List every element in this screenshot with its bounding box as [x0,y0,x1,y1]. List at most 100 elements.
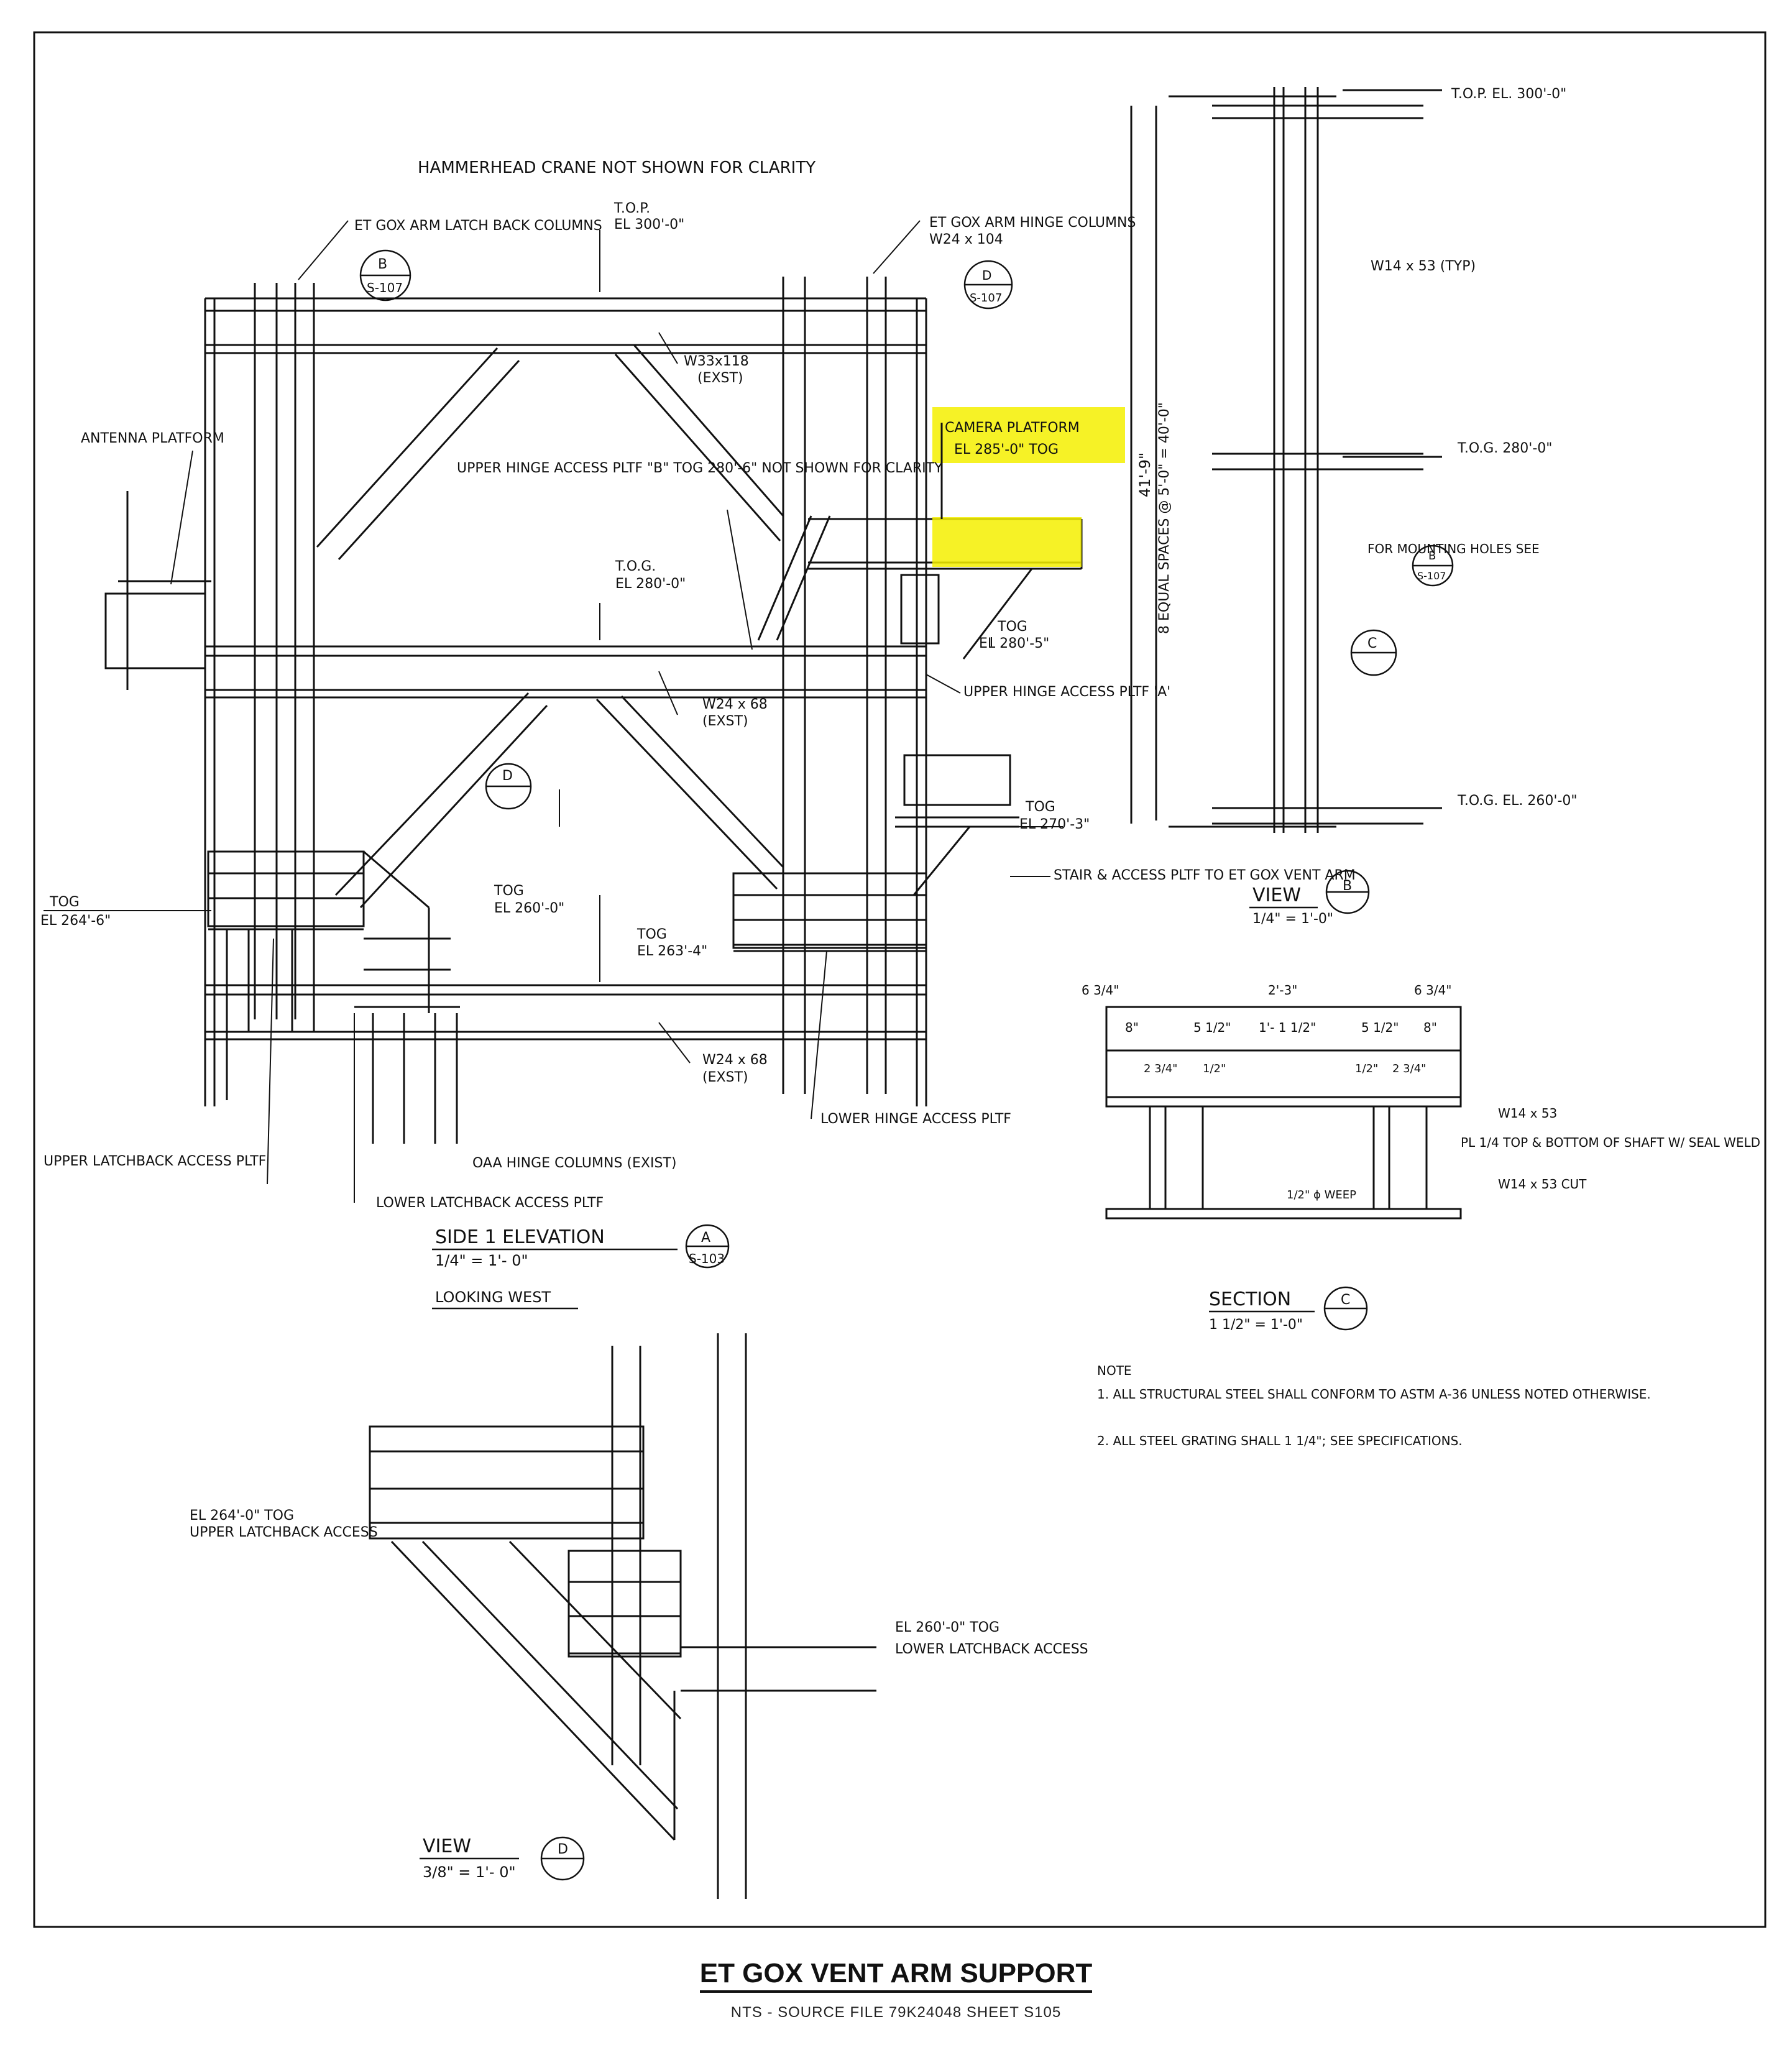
sc-d-12b: 1/2" [1355,1062,1378,1075]
vd-title: VIEW [423,1836,471,1857]
el-270-label: EL 270'-3" [1019,817,1090,832]
sc-w14: W14 x 53 [1498,1106,1557,1121]
hinge-ref-bot: S-107 [970,292,1002,305]
view-b-bubbles [1325,545,1454,914]
reference-bubbles [359,249,1013,1269]
sc-d-234: 2 3/4" [1144,1062,1177,1075]
camera-platform-highlight [932,517,1082,567]
sc-d-512b: 5 1/2" [1361,1020,1399,1035]
exst1-label: (EXST) [697,370,743,386]
vd-lower-latch: LOWER LATCHBACK ACCESS [895,1642,1088,1657]
sc-d-8b: 8" [1423,1020,1437,1035]
note-1: 1. ALL STRUCTURAL STEEL SHALL CONFORM TO… [1097,1387,1651,1402]
w24-68-label: W24 x 68 [702,697,768,712]
drawing-border [33,31,1767,1928]
hinge-size-label: W24 x 104 [929,232,1003,247]
side-elev-ref-bot: S-103 [689,1251,725,1266]
lower-latch-label: LOWER LATCHBACK ACCESS PLTF [376,1195,604,1211]
sc-d-23: 2'-3" [1268,983,1297,998]
sc-d-634: 6 3/4" [1082,983,1119,998]
sc-d-1112: 1'- 1 1/2" [1259,1020,1316,1035]
vd-el-260: EL 260'-0" TOG [895,1620,999,1635]
vb-section-ref: C [1367,636,1377,651]
hinge-cols-label: ET GOX ARM HINGE COLUMNS [929,215,1136,231]
tog-280-label: T.O.G. [615,559,656,574]
vb-title-ref: B [1343,878,1352,894]
upper-latch-label: UPPER LATCHBACK ACCESS PLTF [44,1154,266,1169]
sc-d-234b: 2 3/4" [1392,1062,1426,1075]
vd-scale: 3/8" = 1'- 0" [423,1863,516,1881]
upper-hinge-b-label: UPPER HINGE ACCESS PLTF "B" TOG 280'-6" … [457,461,943,476]
stair-label: STAIR & ACCESS PLTF TO ET GOX VENT ARM [1054,868,1356,883]
el-280-label: EL 280'-0" [615,576,686,592]
sc-scale: 1 1/2" = 1'-0" [1209,1317,1303,1333]
hammerhead-note: HAMMERHEAD CRANE NOT SHOWN FOR CLARITY [418,159,816,177]
vd-title-ref: D [558,1842,568,1857]
side-elevation [104,277,1083,1144]
section-c [1105,1006,1462,1220]
oaa-hinge-label: OAA HINGE COLUMNS (EXIST) [472,1156,676,1171]
drawing-title: ET GOX VENT ARM SUPPORT [699,1958,1093,1993]
vb-dim-overall: 41'-9" [1136,453,1154,497]
sc-pl: PL 1/4 TOP & BOTTOM OF SHAFT W/ SEAL WEL… [1461,1135,1760,1150]
camera-label-highlight [932,407,1125,463]
sc-title-ref: C [1341,1292,1350,1308]
el-2634-label: EL 263'-4" [637,944,707,959]
exst3-label: (EXST) [702,1070,748,1085]
el-264-label: EL 264'-6" [40,913,111,929]
tog-264-label: TOG [49,894,80,910]
side-elev-scale: 1/4" = 1'- 0" [435,1252,528,1269]
side-elev-ref-top: A [701,1230,710,1246]
vb-mount-ref-top: B [1428,549,1436,563]
side-elev-title: SIDE 1 ELEVATION [435,1226,605,1248]
latch-back-ref-top: B [378,257,387,272]
w24-68b-label: W24 x 68 [702,1052,768,1068]
exst2-label: (EXST) [702,714,748,729]
view-d-ref-label: D [502,768,513,784]
sc-d-8: 8" [1125,1020,1139,1035]
sc-weep: 1/2" ϕ WEEP [1287,1188,1356,1202]
latch-back-cols-label: ET GOX ARM LATCH BACK COLUMNS [354,218,602,234]
title-block: ET GOX VENT ARM SUPPORT NTS - SOURCE FIL… [0,1958,1792,2021]
el-260-label: EL 260'-0" [494,901,564,916]
vb-mount-ref-bot: S-107 [1417,570,1446,582]
vb-w14: W14 x 53 (TYP) [1371,259,1476,274]
sc-w14cut: W14 x 53 CUT [1498,1177,1587,1192]
looking-west-label: LOOKING WEST [435,1289,551,1306]
view-b [1130,87,1442,833]
antenna-label: ANTENNA PLATFORM [81,431,224,446]
w33-label: W33x118 [684,354,749,369]
vb-tog-280: T.O.G. 280'-0" [1457,441,1552,456]
vb-top-el: T.O.P. EL. 300'-0" [1451,86,1566,102]
sc-title: SECTION [1209,1289,1291,1310]
note-2: 2. ALL STEEL GRATING SHALL 1 1/4"; SEE S… [1097,1433,1463,1448]
tog-260-label: TOG [494,883,524,899]
tog-2634-label: TOG [636,927,667,942]
latch-back-ref-bot: S-107 [367,280,403,295]
vb-scale: 1/4" = 1'-0" [1252,911,1333,927]
upper-hinge-a-label: UPPER HINGE ACCESS PLTF 'A' [963,684,1170,700]
tog-2805-label: TOG [997,619,1027,635]
sc-d-634b: 6 3/4" [1414,983,1451,998]
camera-el-label: EL 285'-0" TOG [954,442,1059,457]
vb-mount: FOR MOUNTING HOLES SEE [1367,541,1540,556]
sc-d-512: 5 1/2" [1193,1020,1231,1035]
tog-270-label: TOG [1025,799,1055,815]
vb-dim-spaces: 8 EQUAL SPACES @ 5'-0" = 40'-0" [1157,402,1172,634]
el-300-label: EL 300'-0" [614,217,684,232]
sc-d-12: 1/2" [1203,1062,1226,1075]
drawing-subtitle: NTS - SOURCE FILE 79K24048 SHEET S105 [730,2004,1062,2021]
top-label: T.O.P. [613,201,650,216]
vb-title: VIEW [1252,885,1301,906]
vd-el-264: EL 264'-0" TOG [190,1508,294,1523]
lower-hinge-label: LOWER HINGE ACCESS PLTF [820,1111,1011,1127]
vb-tog-260: T.O.G. EL. 260'-0" [1457,793,1578,809]
camera-platform-label: CAMERA PLATFORM [945,420,1080,436]
vd-upper-latch: UPPER LATCHBACK ACCESS [190,1525,378,1540]
el-2805-label: EL 280'-5" [979,636,1049,651]
view-d [369,1333,876,1899]
leader-lines [44,220,1063,1203]
notes-heading: NOTE [1097,1363,1132,1378]
hinge-ref-top: D [982,268,991,283]
